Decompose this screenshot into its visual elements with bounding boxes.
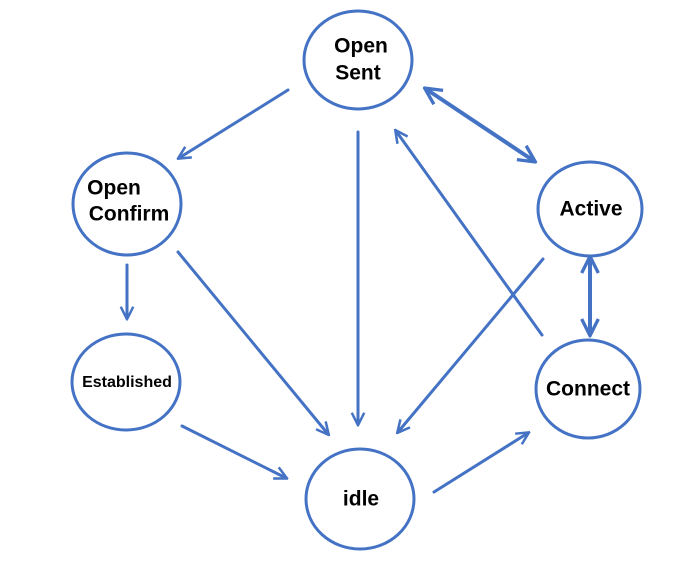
edge-open-sent-active-bidirectional [426, 89, 534, 161]
node-open-sent-label-line1: Open [334, 35, 388, 58]
edge-idle-to-connect [432, 433, 528, 494]
edge-open-sent-to-open-confirm [179, 88, 290, 158]
node-established: Established [70, 332, 182, 432]
node-connect: Connect [534, 338, 642, 440]
node-open-sent-label-line2: Sent [335, 62, 381, 85]
node-open-confirm: Open Confirm [71, 151, 183, 257]
edge-connect-to-open-sent [396, 131, 544, 337]
node-idle: idle [304, 447, 416, 551]
node-active-circle [536, 160, 644, 258]
node-established-circle [70, 332, 182, 432]
node-open-sent: Open Sent [302, 9, 414, 111]
edge-established-to-idle [180, 424, 286, 478]
node-open-sent-circle [302, 9, 414, 111]
node-established-label: Established [82, 374, 172, 391]
node-active: Active [536, 160, 644, 258]
node-connect-label: Connect [546, 378, 630, 401]
edges [127, 88, 590, 494]
edge-open-confirm-to-idle [176, 250, 328, 434]
node-idle-circle [304, 447, 416, 551]
node-connect-circle [534, 338, 642, 440]
edge-active-to-idle [398, 257, 545, 432]
node-active-label: Active [559, 198, 622, 221]
node-open-confirm-label-line2: Confirm [89, 203, 170, 226]
node-idle-label: idle [343, 488, 379, 511]
node-open-confirm-circle [71, 151, 183, 257]
node-open-confirm-label-line1: Open [87, 177, 141, 200]
